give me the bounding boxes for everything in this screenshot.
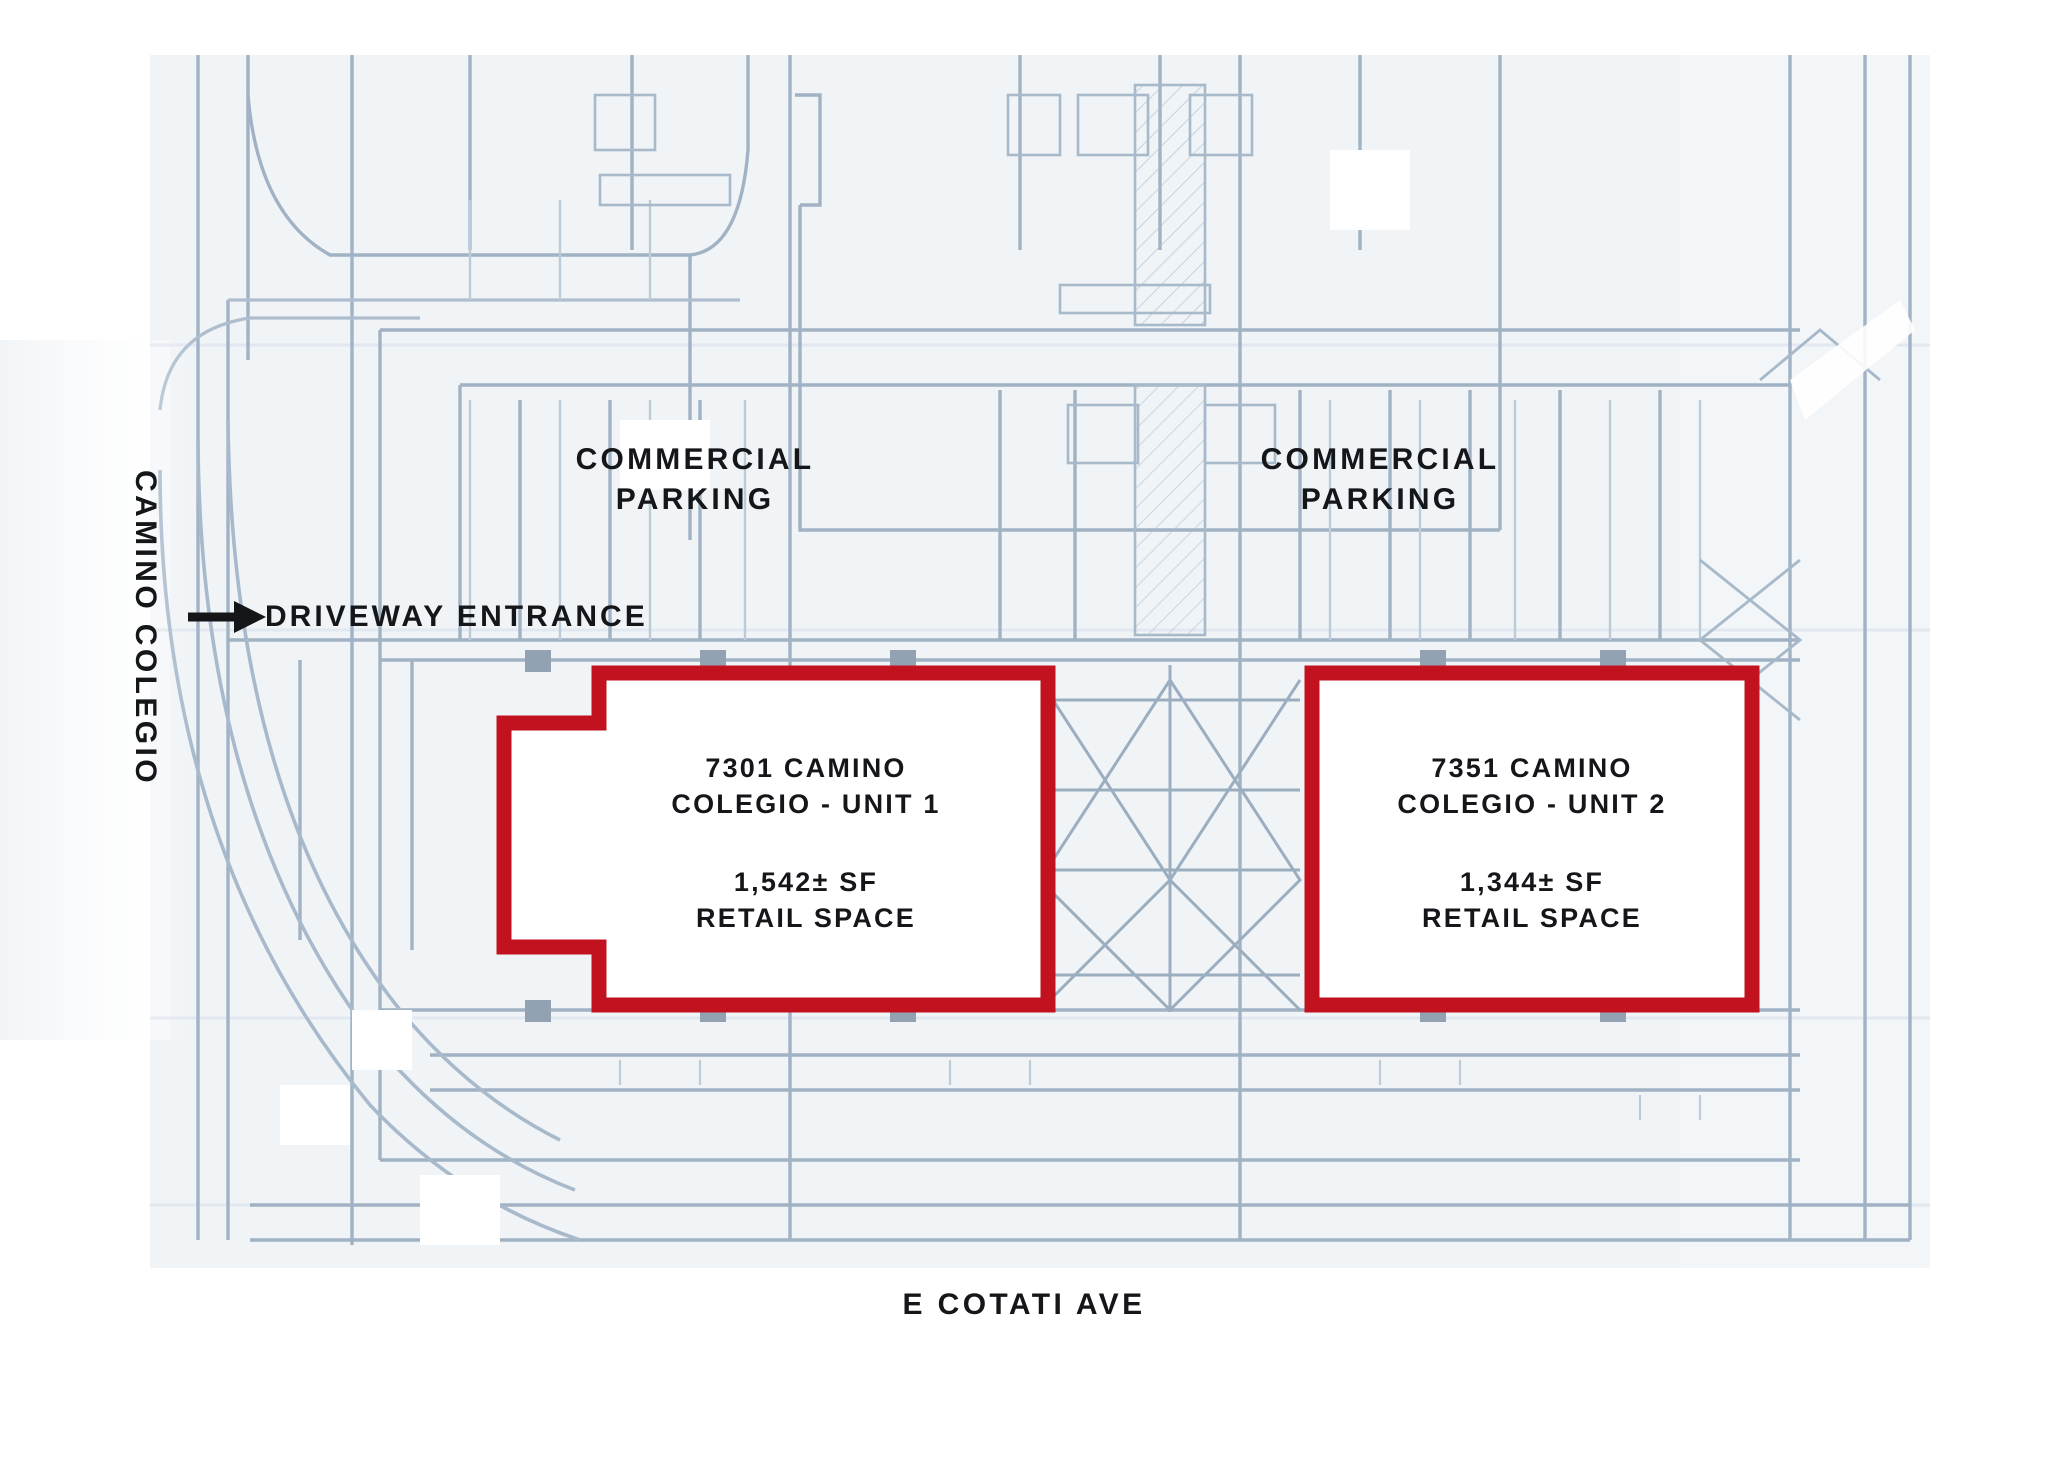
street-label-camino-colegio: CAMINO COLEGIO — [129, 470, 162, 786]
unit-2-size: 1,344± SF RETAIL SPACE — [1422, 867, 1642, 934]
retail-unit-1[interactable]: 7301 CAMINO COLEGIO - UNIT 1 1,542± SF R… — [496, 665, 1056, 1013]
label-commercial-parking-left: COMMERCIAL PARKING — [575, 443, 815, 516]
cad-diagonal-streak — [1790, 300, 1915, 420]
cad-parking-stalls-right — [1328, 400, 1702, 640]
unit-1-outline — [496, 665, 1056, 1013]
right-arrow-icon — [188, 601, 266, 633]
unit-2-outline — [1304, 665, 1760, 1013]
label-commercial-parking-right: COMMERCIAL PARKING — [1260, 443, 1500, 516]
unit-2-name: 7351 CAMINO COLEGIO - UNIT 2 — [1397, 753, 1667, 820]
retail-unit-2[interactable]: 7351 CAMINO COLEGIO - UNIT 2 1,344± SF R… — [1304, 665, 1760, 1013]
driveway-entrance-annotation: DRIVEWAY ENTRANCE — [188, 595, 648, 639]
cad-sidewalk-ticks — [618, 1060, 1702, 1120]
street-label-e-cotati-ave: E COTATI AVE — [902, 1288, 1146, 1321]
unit-1-name: 7301 CAMINO COLEGIO - UNIT 1 — [671, 753, 941, 820]
cad-equipment-boxes — [593, 93, 1277, 465]
label-driveway-entrance: DRIVEWAY ENTRANCE — [265, 600, 648, 633]
unit-1-size: 1,542± SF RETAIL SPACE — [696, 867, 916, 934]
